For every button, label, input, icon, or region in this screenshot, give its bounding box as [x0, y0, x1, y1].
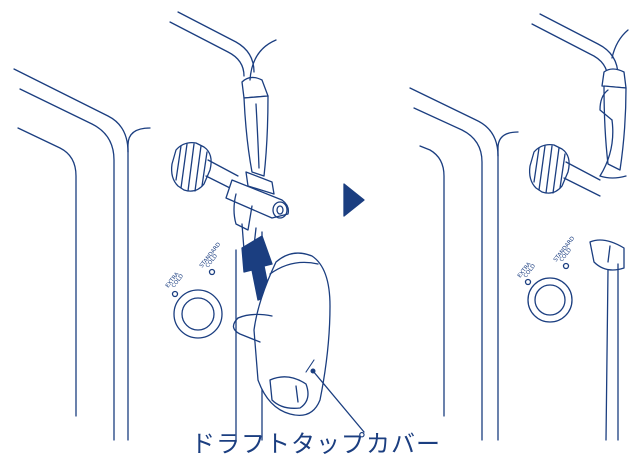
control-knob — [172, 143, 238, 192]
draft-tap — [226, 40, 288, 250]
machine-body — [14, 12, 254, 440]
caption-leader-line — [313, 371, 364, 432]
draft-tap-with-cover — [590, 30, 628, 440]
machine-body-after — [410, 14, 618, 440]
transition-arrow-icon — [344, 184, 364, 216]
draft-tap-cover — [233, 253, 330, 415]
tiny-labels: EXTRA COLD STANDARD COLD EXTRA COLD STAN… — [165, 236, 576, 290]
draft-tap-cover-caption: ドラフトタップカバー — [0, 429, 632, 459]
after-panel — [410, 14, 628, 440]
before-panel — [14, 12, 364, 440]
control-knob-after — [530, 145, 600, 196]
